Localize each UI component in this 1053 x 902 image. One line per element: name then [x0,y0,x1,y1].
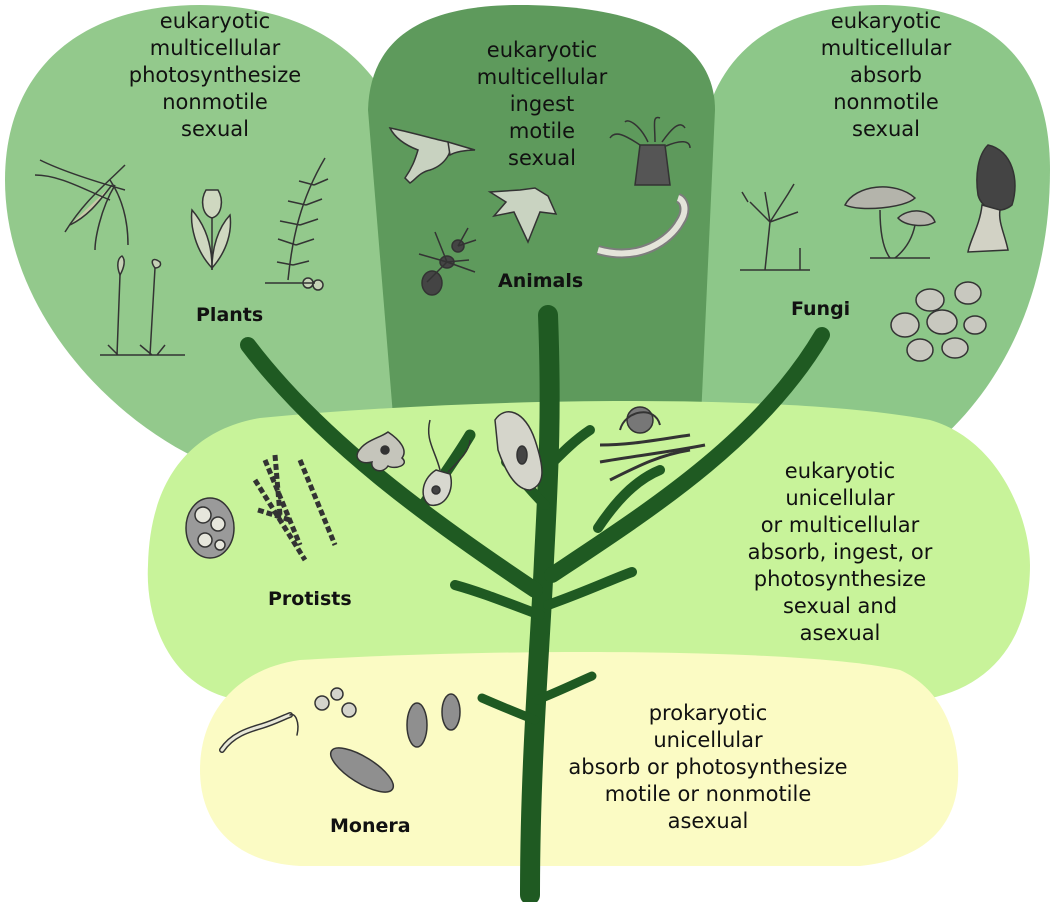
protists-trait: eukaryotic [700,458,980,485]
fungi-label: Fungi [791,298,850,320]
protists-trait: or multicellular [700,512,980,539]
protists-trait: sexual and [700,593,980,620]
fungi-trait: multicellular [756,35,1016,62]
protists-trait: unicellular [700,485,980,512]
plants-trait: photosynthesize [85,62,345,89]
plants-label: Plants [196,304,263,326]
animals-label: Animals [498,270,583,292]
monera-trait: asexual [548,808,868,835]
protists-traits: eukaryotic unicellular or multicellular … [700,458,980,647]
animals-trait: sexual [412,145,672,172]
animals-traits: eukaryotic multicellular ingest motile s… [412,37,672,172]
protists-trait: asexual [700,620,980,647]
monera-trait: unicellular [548,727,868,754]
monera-trait: prokaryotic [548,700,868,727]
plants-trait: nonmotile [85,89,345,116]
protists-trait: photosynthesize [700,566,980,593]
monera-trait: motile or nonmotile [548,781,868,808]
plants-traits: eukaryotic multicellular photosynthesize… [85,8,345,143]
plants-trait: multicellular [85,35,345,62]
monera-trait: absorb or photosynthesize [548,754,868,781]
fungi-trait: absorb [756,62,1016,89]
animals-trait: multicellular [412,64,672,91]
colony-icon [186,498,234,558]
fungi-traits: eukaryotic multicellular absorb nonmotil… [756,8,1016,143]
plants-trait: sexual [85,116,345,143]
animals-trait: motile [412,118,672,145]
fungi-trait: sexual [756,116,1016,143]
animals-trait: ingest [412,91,672,118]
fungi-trait: nonmotile [756,89,1016,116]
monera-traits: prokaryotic unicellular absorb or photos… [548,700,868,835]
animals-trait: eukaryotic [412,37,672,64]
protists-trait: absorb, ingest, or [700,539,980,566]
protists-label: Protists [268,588,352,610]
monera-label: Monera [330,815,411,837]
fungi-trait: eukaryotic [756,8,1016,35]
plants-trait: eukaryotic [85,8,345,35]
